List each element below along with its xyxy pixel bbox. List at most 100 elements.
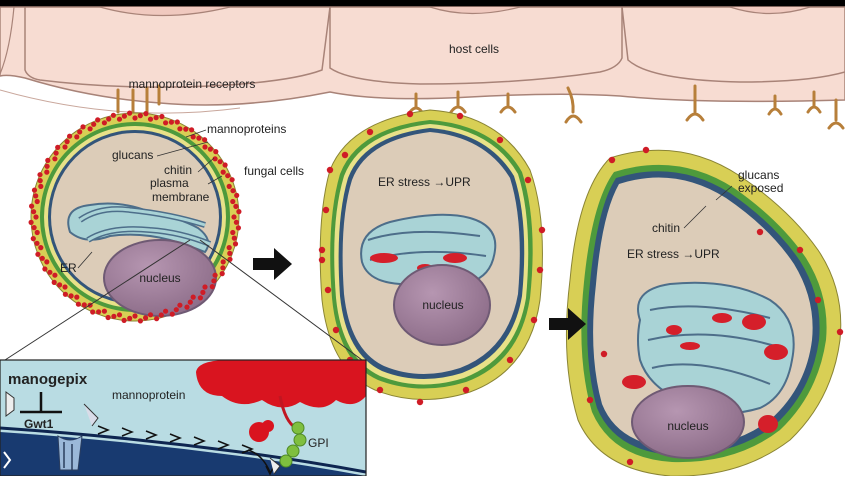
label-gpi: GPI bbox=[308, 436, 329, 450]
mannoprotein-dot bbox=[33, 214, 39, 220]
mannoprotein-dot bbox=[153, 115, 159, 121]
mannoprotein-dot bbox=[231, 214, 237, 220]
mannoprotein-dot bbox=[220, 265, 226, 271]
mannoprotein-dot bbox=[189, 127, 195, 133]
label-glucans-exposed-2: exposed bbox=[738, 181, 783, 195]
mannoprotein-dot bbox=[62, 144, 68, 150]
mannoprotein-dot bbox=[231, 235, 237, 241]
mannoprotein-dot bbox=[159, 113, 165, 120]
receptors bbox=[116, 84, 845, 130]
mannoprotein-dot bbox=[332, 326, 340, 334]
mannoprotein-dot bbox=[127, 315, 133, 321]
mannoprotein-dot bbox=[121, 113, 127, 119]
mannoprotein-dot bbox=[211, 278, 217, 284]
mannoprotein-dot bbox=[608, 156, 616, 164]
label-host-cells: host cells bbox=[449, 42, 499, 56]
label-fungal-cells: fungal cells bbox=[244, 164, 304, 178]
label-er: ER bbox=[60, 261, 77, 275]
mannoprotein-dot bbox=[45, 157, 51, 163]
mannoprotein-dot bbox=[318, 256, 326, 264]
mannoprotein-dot bbox=[219, 271, 225, 277]
mannoprotein-dot bbox=[39, 255, 45, 261]
label-nucleus-3: nucleus bbox=[667, 419, 708, 433]
er-1 bbox=[67, 202, 212, 254]
mannoprotein-dot bbox=[30, 236, 36, 242]
mannoprotein-dot bbox=[322, 206, 330, 214]
mannoprotein-dot bbox=[184, 304, 190, 310]
mannoprotein-dot bbox=[196, 135, 202, 141]
mannoprotein-dot bbox=[87, 126, 93, 132]
mannoprotein-dot bbox=[416, 398, 424, 406]
mannoprotein-dot bbox=[600, 350, 608, 358]
mannoprotein-dot bbox=[75, 301, 81, 307]
mannoprotein-dot bbox=[177, 302, 183, 308]
mannoprotein-dot bbox=[530, 316, 538, 324]
mannoprotein-dot bbox=[586, 396, 594, 404]
mannoprotein-dot bbox=[34, 229, 40, 236]
mannoprotein-dot bbox=[147, 312, 154, 318]
mannoprotein-dot bbox=[143, 315, 149, 321]
mannoprotein-dot bbox=[226, 183, 232, 189]
mannoprotein-dot bbox=[202, 137, 208, 143]
mannoprotein-dot bbox=[38, 245, 44, 251]
mannoprotein-dot bbox=[62, 291, 68, 297]
mannoprotein-dot bbox=[44, 259, 50, 265]
mannoprotein-dot bbox=[169, 311, 175, 317]
mannoprotein-dot bbox=[220, 169, 226, 175]
mannoprotein-dot bbox=[190, 294, 196, 300]
mannoprotein-dot bbox=[212, 272, 218, 278]
mannoprotein-dot bbox=[183, 126, 189, 132]
mannoprotein-dot bbox=[227, 250, 233, 256]
mannoprotein-dot bbox=[326, 166, 334, 174]
mannoprotein-dot bbox=[101, 308, 107, 314]
gpi-anchor bbox=[279, 421, 307, 468]
mannoprotein-dot bbox=[197, 295, 203, 301]
mannoprotein-dot bbox=[230, 188, 236, 194]
mannoprotein-dot bbox=[35, 251, 41, 257]
mannoprotein-dot bbox=[81, 302, 87, 308]
inset-panel bbox=[0, 359, 367, 477]
mannoprotein-dot bbox=[366, 128, 374, 136]
mannoprotein-dot bbox=[506, 356, 514, 364]
mannoprotein-dot bbox=[91, 121, 97, 127]
mannoprotein-dot bbox=[110, 112, 116, 118]
mannoprotein-dot bbox=[163, 120, 169, 126]
mannoprotein-dot bbox=[376, 386, 384, 394]
mannoprotein-dot bbox=[642, 146, 650, 154]
mannoprotein-dot bbox=[55, 144, 61, 150]
mannoprotein-dot bbox=[227, 256, 233, 262]
mannoprotein-dot bbox=[90, 309, 96, 315]
mannoprotein-dot bbox=[318, 246, 326, 254]
mannoprotein-dot bbox=[30, 209, 37, 215]
mannoprotein-dot bbox=[62, 284, 68, 290]
mannoprotein-dot bbox=[64, 139, 70, 145]
nucleus-2 bbox=[393, 264, 491, 346]
mannoprotein-dot bbox=[190, 134, 196, 140]
label-plasma: plasma bbox=[150, 176, 189, 190]
mannoprotein-dot bbox=[34, 198, 40, 205]
nucleus-3 bbox=[631, 385, 745, 459]
host-cells bbox=[0, 0, 845, 114]
label-chitin-3: chitin bbox=[652, 221, 680, 235]
mannoprotein-dot bbox=[174, 119, 180, 125]
er-3 bbox=[622, 281, 795, 433]
mannoprotein-dot bbox=[836, 328, 844, 336]
label-gwt1: Gwt1 bbox=[24, 417, 54, 431]
zoom-line-left bbox=[4, 239, 191, 361]
label-mannoprotein-receptors: mannoprotein receptors bbox=[129, 77, 256, 91]
mannoprotein-dot bbox=[51, 279, 57, 285]
mannoprotein-dot bbox=[225, 173, 231, 179]
mannoprotein-dots bbox=[28, 110, 844, 466]
mannoprotein-dot bbox=[143, 111, 149, 117]
mannoprotein-dot bbox=[29, 203, 35, 209]
mannoprotein-dot bbox=[233, 203, 239, 209]
label-er-stress-2: ER stress →UPR bbox=[627, 247, 720, 261]
mannoprotein-dot bbox=[80, 124, 86, 130]
mannoprotein-dot bbox=[496, 136, 504, 144]
mannoprotein-dot bbox=[44, 163, 50, 169]
mannoprotein-dot bbox=[34, 240, 40, 246]
mannoprotein-dot bbox=[234, 192, 240, 198]
mannoprotein-dot bbox=[209, 284, 215, 290]
mannoprotein-dot bbox=[538, 226, 546, 234]
